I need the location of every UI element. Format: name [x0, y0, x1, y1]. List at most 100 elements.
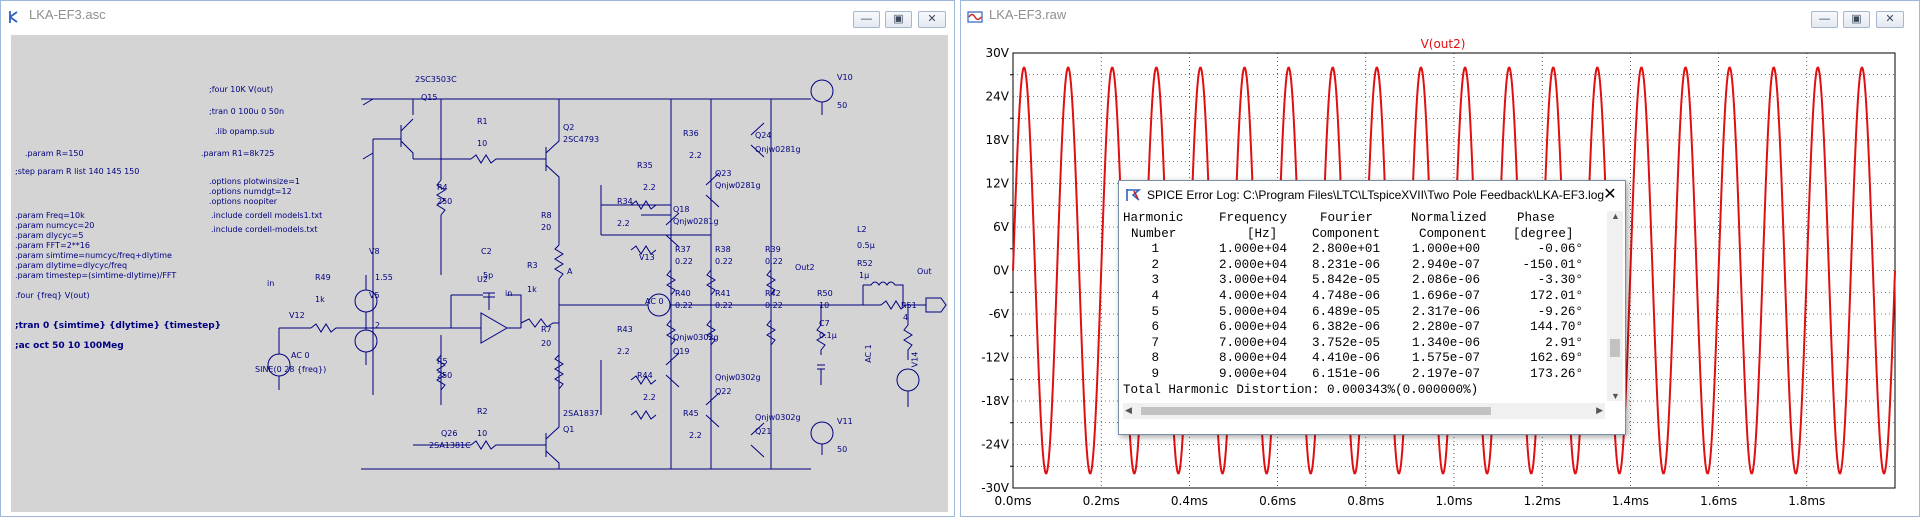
directive-numcyc[interactable]: .param numcyc=20: [15, 221, 95, 230]
r50-value[interactable]: 10: [819, 301, 830, 310]
directive-plotwinsize[interactable]: .options plotwinsize=1: [209, 177, 301, 186]
q26-label[interactable]: Q26: [441, 429, 458, 438]
directive-numdgt[interactable]: .options numdgt=12: [209, 187, 292, 196]
q21-part[interactable]: Qnjw0302g: [755, 413, 801, 422]
r42-value[interactable]: 0.22: [765, 301, 783, 310]
directive-ac[interactable]: ;ac oct 50 10 100Meg: [15, 341, 124, 351]
directive-fft[interactable]: .param FFT=2**16: [15, 241, 90, 250]
r39-value[interactable]: 0.22: [765, 257, 783, 266]
r38-label[interactable]: R38: [715, 245, 731, 254]
r36-label[interactable]: R36: [683, 129, 699, 138]
directive-tran-comment[interactable]: ;tran 0 100u 0 50n: [209, 107, 285, 116]
q2-label[interactable]: Q2: [563, 123, 575, 132]
r3-value[interactable]: 1k: [527, 285, 537, 294]
r4-value[interactable]: 250: [437, 197, 453, 206]
directive-include2[interactable]: .include cordell-models.txt: [211, 225, 318, 234]
schematic-titlebar[interactable]: LKA-EF3.asc — ▣ ✕: [1, 1, 954, 31]
r45-label[interactable]: R45: [683, 409, 699, 418]
r35-value[interactable]: 2.2: [643, 183, 656, 192]
dialog-titlebar[interactable]: SPICE Error Log: C:\Program Files\LTC\LT…: [1119, 181, 1625, 209]
r34-label[interactable]: R34: [617, 197, 633, 206]
q24-label[interactable]: Q24: [755, 131, 772, 140]
scroll-up-icon[interactable]: ▲: [1611, 211, 1620, 221]
scroll-down-icon[interactable]: ▼: [1611, 391, 1620, 401]
r49-value[interactable]: 1k: [315, 295, 325, 304]
v14-ac[interactable]: AC 1: [863, 344, 873, 363]
c7-value[interactable]: 0.1µ: [819, 331, 837, 340]
r42-label[interactable]: R42: [765, 289, 781, 298]
r1-value[interactable]: 10: [477, 139, 488, 148]
scroll-left-icon[interactable]: ◀: [1125, 405, 1132, 415]
r5-label[interactable]: R5: [437, 357, 448, 366]
q22-part[interactable]: Qnjw0302g: [715, 373, 761, 382]
c2-value[interactable]: 5p: [483, 271, 494, 280]
q19-part[interactable]: Qnjw0302g: [673, 333, 719, 342]
r43-label[interactable]: R43: [617, 325, 633, 334]
l2-label[interactable]: L2: [857, 225, 867, 234]
v11-value[interactable]: 50: [837, 445, 848, 454]
directive-step[interactable]: ;step param R list 140 145 150: [15, 167, 140, 176]
directive-freq[interactable]: .param Freq=10k: [15, 211, 85, 220]
directive-param-r1[interactable]: .param R1=8k725: [201, 149, 275, 158]
r39-label[interactable]: R39: [765, 245, 781, 254]
r49-label[interactable]: R49: [315, 273, 331, 282]
r40-label[interactable]: R40: [675, 289, 691, 298]
minimize-button[interactable]: —: [853, 11, 880, 28]
r37-value[interactable]: 0.22: [675, 257, 693, 266]
v8-label[interactable]: V8: [369, 247, 380, 256]
spice-error-log-dialog[interactable]: SPICE Error Log: C:\Program Files\LTC\LT…: [1118, 180, 1626, 435]
directive-dlytime[interactable]: .param dlytime=dlycyc/freq: [15, 261, 128, 270]
q18-label[interactable]: Q18: [673, 205, 690, 214]
scroll-right-icon[interactable]: ▶: [1596, 405, 1603, 415]
r40-value[interactable]: 0.22: [675, 301, 693, 310]
fourier-table[interactable]: Harmonic Frequency Fourier Normalized Ph…: [1123, 211, 1605, 401]
q26-part[interactable]: 2SA1381C: [429, 441, 471, 450]
v12-ac[interactable]: AC 0: [291, 351, 310, 360]
q23-label[interactable]: Q23: [715, 169, 732, 178]
dialog-vertical-scrollbar[interactable]: ▲ ▼: [1607, 211, 1623, 401]
r43-value[interactable]: 2.2: [617, 347, 630, 356]
r2-label[interactable]: R2: [477, 407, 488, 416]
r41-label[interactable]: R41: [715, 289, 731, 298]
minimize-button[interactable]: —: [1811, 11, 1838, 28]
q2-part[interactable]: 2SC4793: [563, 135, 600, 144]
c2-label[interactable]: C2: [481, 247, 492, 256]
v12-sine[interactable]: SINE(0 28 {freq}): [255, 365, 327, 374]
r34-value[interactable]: 2.2: [617, 219, 630, 228]
r35-label[interactable]: R35: [637, 161, 653, 170]
r8-label[interactable]: R8: [541, 211, 552, 220]
u2-in-label[interactable]: in: [505, 289, 513, 298]
r38-value[interactable]: 0.22: [715, 257, 733, 266]
directive-lib[interactable]: .lib opamp.sub: [215, 127, 275, 136]
r7-value[interactable]: 20: [541, 339, 552, 348]
q22-label[interactable]: Q22: [715, 387, 732, 396]
close-button[interactable]: ✕: [1876, 11, 1904, 28]
r45-value[interactable]: 2.2: [689, 431, 702, 440]
v8-value[interactable]: 1.55: [375, 273, 393, 282]
r36-value[interactable]: 2.2: [689, 151, 702, 160]
waveform-titlebar[interactable]: LKA-EF3.raw — ▣ ✕: [961, 1, 1919, 31]
directive-timestep[interactable]: .param timestep=(simtime-dlytime)/FFT: [15, 271, 177, 280]
q23-part[interactable]: Qnjw0281g: [715, 181, 761, 190]
v5-value[interactable]: 2: [375, 321, 381, 330]
r41-value[interactable]: 0.22: [715, 301, 733, 310]
v5-label[interactable]: V5: [369, 291, 380, 300]
r2-value[interactable]: 10: [477, 429, 488, 438]
in-label[interactable]: in: [267, 279, 275, 288]
q15-part[interactable]: 2SC3503C: [415, 75, 457, 84]
maximize-button[interactable]: ▣: [885, 11, 912, 28]
maximize-button[interactable]: ▣: [1843, 11, 1870, 28]
directive-dlycyc[interactable]: .param dlycyc=5: [15, 231, 84, 240]
c7-label[interactable]: C7: [819, 319, 830, 328]
r7-label[interactable]: R7: [541, 325, 552, 334]
v11-label[interactable]: V11: [837, 417, 853, 426]
directive-include1[interactable]: .include cordell models1.txt: [211, 211, 323, 220]
r51-label[interactable]: R51: [901, 301, 917, 310]
q1-part[interactable]: 2SA1837: [563, 409, 600, 418]
schematic-window[interactable]: LKA-EF3.asc — ▣ ✕: [0, 0, 955, 517]
r8-value[interactable]: 20: [541, 223, 552, 232]
dialog-horizontal-scrollbar[interactable]: ◀ ▶: [1123, 403, 1605, 419]
out-label[interactable]: Out: [917, 267, 932, 276]
r4-label[interactable]: R4: [437, 183, 448, 192]
l2-value[interactable]: 0.5µ: [857, 241, 875, 250]
